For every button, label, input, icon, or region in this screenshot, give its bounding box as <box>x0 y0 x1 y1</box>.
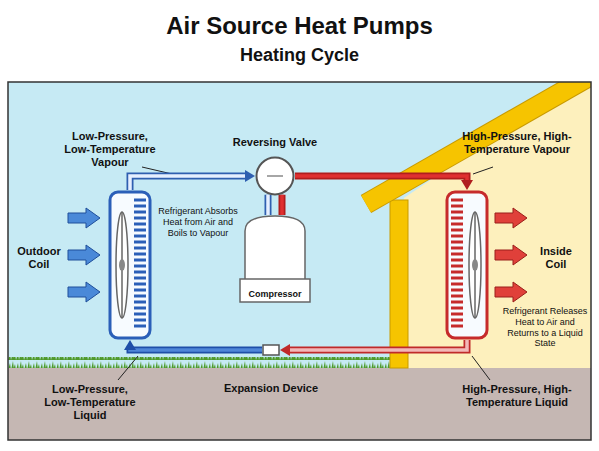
outdoor-coil: Outdoor Coil <box>108 190 152 340</box>
coil-drawing <box>108 190 152 340</box>
house <box>366 82 591 368</box>
refrigerant-pipe <box>280 340 467 356</box>
frame <box>8 82 591 440</box>
process-note: Refrigerant Releases Heat to Air and Ret… <box>500 306 590 349</box>
inside-coil: Inside Coil <box>445 190 489 340</box>
node-label: Reversing Valve <box>205 136 345 149</box>
leader-lines <box>118 167 493 380</box>
node-label: Inside Coil <box>531 245 581 271</box>
coil-drawing <box>445 190 489 340</box>
shape-holder <box>445 190 489 340</box>
shape-holder <box>262 344 280 356</box>
warm-air-arrows <box>495 208 527 302</box>
refrigerant-pipe <box>130 170 255 190</box>
state-label: High-Pressure, High-Temperature Vapour <box>462 130 572 156</box>
compressor: Compressor <box>239 215 311 303</box>
subtitle: Heating Cycle <box>0 45 599 67</box>
arrow-head <box>461 180 473 190</box>
shape-holder <box>255 156 295 196</box>
expansion-drawing <box>262 344 280 356</box>
node-label: Outdoor Coil <box>14 245 64 271</box>
state-label: High-Pressure, High-Temperature Liquid <box>462 383 572 409</box>
arrow-head <box>245 170 255 182</box>
state-label: Low-Pressure, Low-Temperature Liquid <box>42 383 138 423</box>
arrow-head <box>280 344 290 356</box>
refrigerant-pipe <box>282 195 283 215</box>
refrigerant-pipe <box>295 176 473 190</box>
expansion-device: Expansion Device <box>262 344 280 356</box>
node-label: Compressor <box>239 289 311 300</box>
reversing-valve: Reversing Valve <box>255 156 295 196</box>
state-label: Low-Pressure, Low-Temperature Vapour <box>62 130 158 170</box>
node-label: Expansion Device <box>211 382 331 395</box>
shape-holder <box>108 190 152 340</box>
ground <box>8 368 591 440</box>
cold-air-arrows <box>68 208 100 302</box>
process-note: Refrigerant Absorbs Heat from Air and Bo… <box>156 206 240 238</box>
arrow-head <box>124 340 136 350</box>
refrigerant-pipe <box>268 195 269 215</box>
valve-drawing <box>255 156 295 196</box>
refrigerant-pipe <box>124 340 262 350</box>
title: Air Source Heat Pumps <box>0 12 599 41</box>
